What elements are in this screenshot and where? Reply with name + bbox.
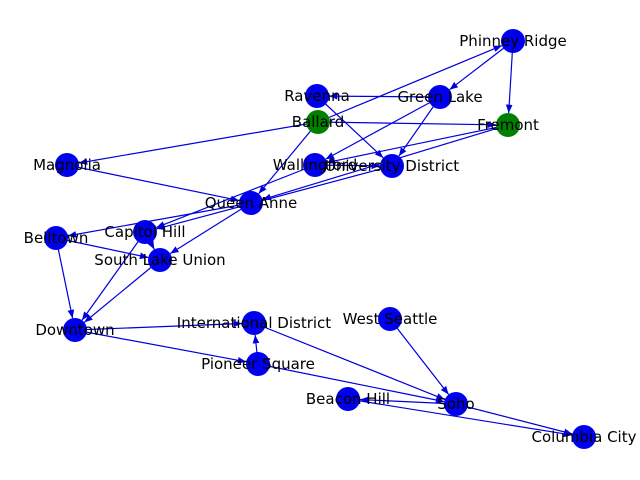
node-label-green-lake: Green Lake <box>397 88 482 106</box>
edge-soho-to-beacon-hill <box>359 396 457 405</box>
node-label-columbia-city: Columbia City <box>532 428 637 446</box>
node-label-west-seattle: West Seattle <box>343 310 438 328</box>
node-phinney-ridge <box>501 29 525 53</box>
edge-capitol-hill-to-downtown <box>81 231 146 321</box>
edge-university-district-to-capitol-hill <box>156 165 393 230</box>
node-label-fremont: Fremont <box>477 116 539 134</box>
node-soho <box>444 392 468 416</box>
node-queen-anne <box>239 191 263 215</box>
edge-queen-anne-to-south-lake-union <box>169 202 252 255</box>
node-label-queen-anne: Queen Anne <box>205 194 298 212</box>
edge-international-district-to-soho <box>253 322 446 401</box>
node-international-district <box>242 311 266 335</box>
node-label-south-lake-union: South Lake Union <box>94 251 225 269</box>
edge-ballard-to-phinney-ridge <box>317 45 503 123</box>
node-fremont <box>496 113 520 137</box>
node-label-belltown: Belltown <box>24 229 89 247</box>
node-columbia-city <box>572 425 596 449</box>
node-green-lake <box>428 85 452 109</box>
node-label-soho: Soho <box>437 395 474 413</box>
node-label-capitol-hill: Capitol Hill <box>104 223 185 241</box>
edge-belltown-to-downtown <box>55 237 75 319</box>
edge-fremont-to-wallingford <box>326 124 509 165</box>
edge-belltown-to-south-lake-union <box>55 237 149 260</box>
node-belltown <box>44 226 68 250</box>
node-wallingford <box>303 153 327 177</box>
edge-soho-to-columbia-city <box>455 403 573 436</box>
edge-pioneer-square-to-soho <box>257 363 445 404</box>
node-label-pioneer-square: Pioneer Square <box>201 355 315 373</box>
node-label-wallingford: Wallingford <box>273 156 357 174</box>
edge-phinney-ridge-to-fremont <box>505 40 514 114</box>
node-label-downtown: Downtown <box>35 321 114 339</box>
node-label-ravenna: Ravenna <box>284 87 350 105</box>
edge-south-lake-union-to-downtown <box>83 259 161 323</box>
node-beacon-hill <box>336 387 360 411</box>
edge-queen-anne-to-belltown <box>67 202 252 238</box>
node-label-international-district: International District <box>177 314 331 332</box>
edge-beacon-hill-to-columbia-city <box>347 398 573 438</box>
node-ballard <box>306 110 330 134</box>
node-label-phinney-ridge: Phinney Ridge <box>459 32 566 50</box>
node-label-ballard: Ballard <box>292 113 344 131</box>
edge-green-lake-to-wallingford <box>325 96 441 160</box>
node-downtown <box>63 318 87 342</box>
node-label-beacon-hill: Beacon Hill <box>306 390 390 408</box>
node-label-magnolia: Magnolia <box>33 156 101 174</box>
edge-green-lake-to-ravenna <box>328 92 441 100</box>
edge-ballard-to-queen-anne <box>258 121 319 195</box>
edge-magnolia-to-queen-anne <box>66 164 240 203</box>
node-label-university-district: University District <box>325 157 459 175</box>
edge-ballard-to-fremont <box>317 121 497 129</box>
nodes-layer <box>44 29 596 449</box>
edge-phinney-ridge-to-green-lake <box>449 40 514 91</box>
node-magnolia <box>55 153 79 177</box>
edge-downtown-to-pioneer-square <box>74 329 247 364</box>
edges-layer <box>55 40 573 438</box>
node-west-seattle <box>378 307 402 331</box>
node-south-lake-union <box>148 248 172 272</box>
node-capitol-hill <box>133 220 157 244</box>
edge-ballard-to-magnolia <box>78 121 319 165</box>
edge-downtown-to-international-district <box>74 320 243 331</box>
node-pioneer-square <box>246 352 270 376</box>
node-university-district <box>380 154 404 178</box>
edge-ravenna-to-university-district <box>316 95 384 159</box>
edge-west-seattle-to-soho <box>389 318 450 395</box>
node-ravenna <box>305 84 329 108</box>
